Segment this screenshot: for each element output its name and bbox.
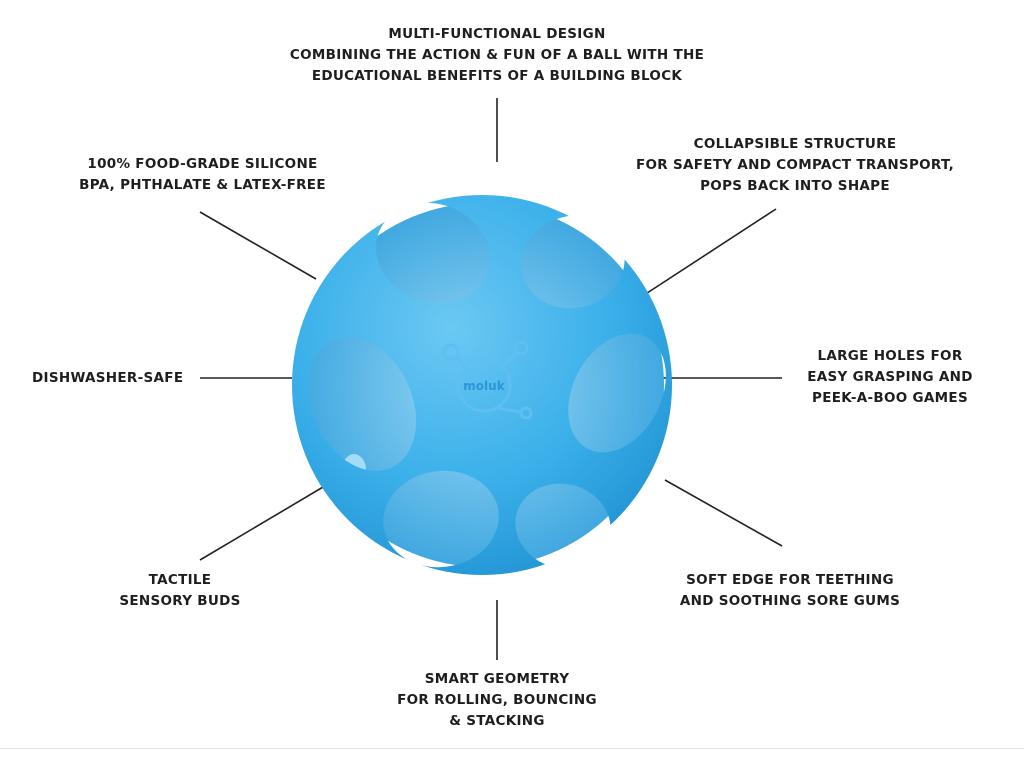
callout-top-right: COLLAPSIBLE STRUCTURE FOR SAFETY AND COM… (620, 134, 970, 197)
connector-bottom-right (664, 479, 783, 547)
ball-shell (292, 195, 672, 575)
callout-top-right-line-2: FOR SAFETY AND COMPACT TRANSPORT, (635, 157, 955, 173)
callout-mid-right-line-2: EASY GRASPING AND (807, 369, 973, 385)
bottom-divider (0, 748, 1024, 749)
callout-mid-right-line-1: LARGE HOLES FOR (817, 348, 963, 364)
callout-bottom-line-2: FOR ROLLING, BOUNCING (397, 692, 597, 708)
callout-bottom-right-line-2: AND SOOTHING SORE GUMS (679, 593, 901, 609)
callout-top-line-1: MULTI-FUNCTIONAL DESIGN (388, 26, 606, 42)
logo-emblem (442, 340, 533, 420)
callout-bottom-line-1: SMART GEOMETRY (424, 671, 570, 687)
callout-top-line-2: COMBINING THE ACTION & FUN OF A BALL WIT… (289, 47, 705, 63)
callout-bottom-line-3: & STACKING (449, 713, 545, 729)
callout-bottom-left-line-1: TACTILE (148, 572, 212, 588)
callout-top-left-line-1: 100% FOOD-GRADE SILICONE (87, 156, 318, 172)
connector-top-left (199, 211, 317, 280)
callout-bottom: SMART GEOMETRY FOR ROLLING, BOUNCING & S… (372, 669, 622, 732)
connector-bottom-left (199, 473, 346, 561)
callout-top-line-3: EDUCATIONAL BENEFITS OF A BUILDING BLOCK (311, 68, 683, 84)
brand-logo: moluk (463, 379, 505, 393)
callout-bottom-left: TACTILE SENSORY BUDS (100, 570, 260, 612)
callout-top: MULTI-FUNCTIONAL DESIGN COMBINING THE AC… (272, 24, 722, 87)
callout-top-left-line-2: BPA, PHTHALATE & LATEX-FREE (79, 177, 326, 193)
callout-mid-left-line-1: DISHWASHER-SAFE (32, 370, 184, 386)
callout-bottom-right: SOFT EDGE FOR TEETHING AND SOOTHING SORE… (655, 570, 925, 612)
callout-mid-right-line-3: PEEK-A-BOO GAMES (812, 390, 968, 406)
callout-top-left: 100% FOOD-GRADE SILICONE BPA, PHTHALATE … (70, 154, 335, 196)
callout-bottom-left-line-2: SENSORY BUDS (119, 593, 241, 609)
callout-top-right-line-3: POPS BACK INTO SHAPE (700, 178, 890, 194)
callout-mid-right: LARGE HOLES FOR EASY GRASPING AND PEEK-A… (790, 346, 990, 409)
callout-top-right-line-1: COLLAPSIBLE STRUCTURE (693, 136, 897, 152)
callout-bottom-right-line-1: SOFT EDGE FOR TEETHING (686, 572, 894, 588)
callout-mid-left: DISHWASHER-SAFE (32, 368, 202, 389)
connector-top-right (640, 208, 777, 298)
